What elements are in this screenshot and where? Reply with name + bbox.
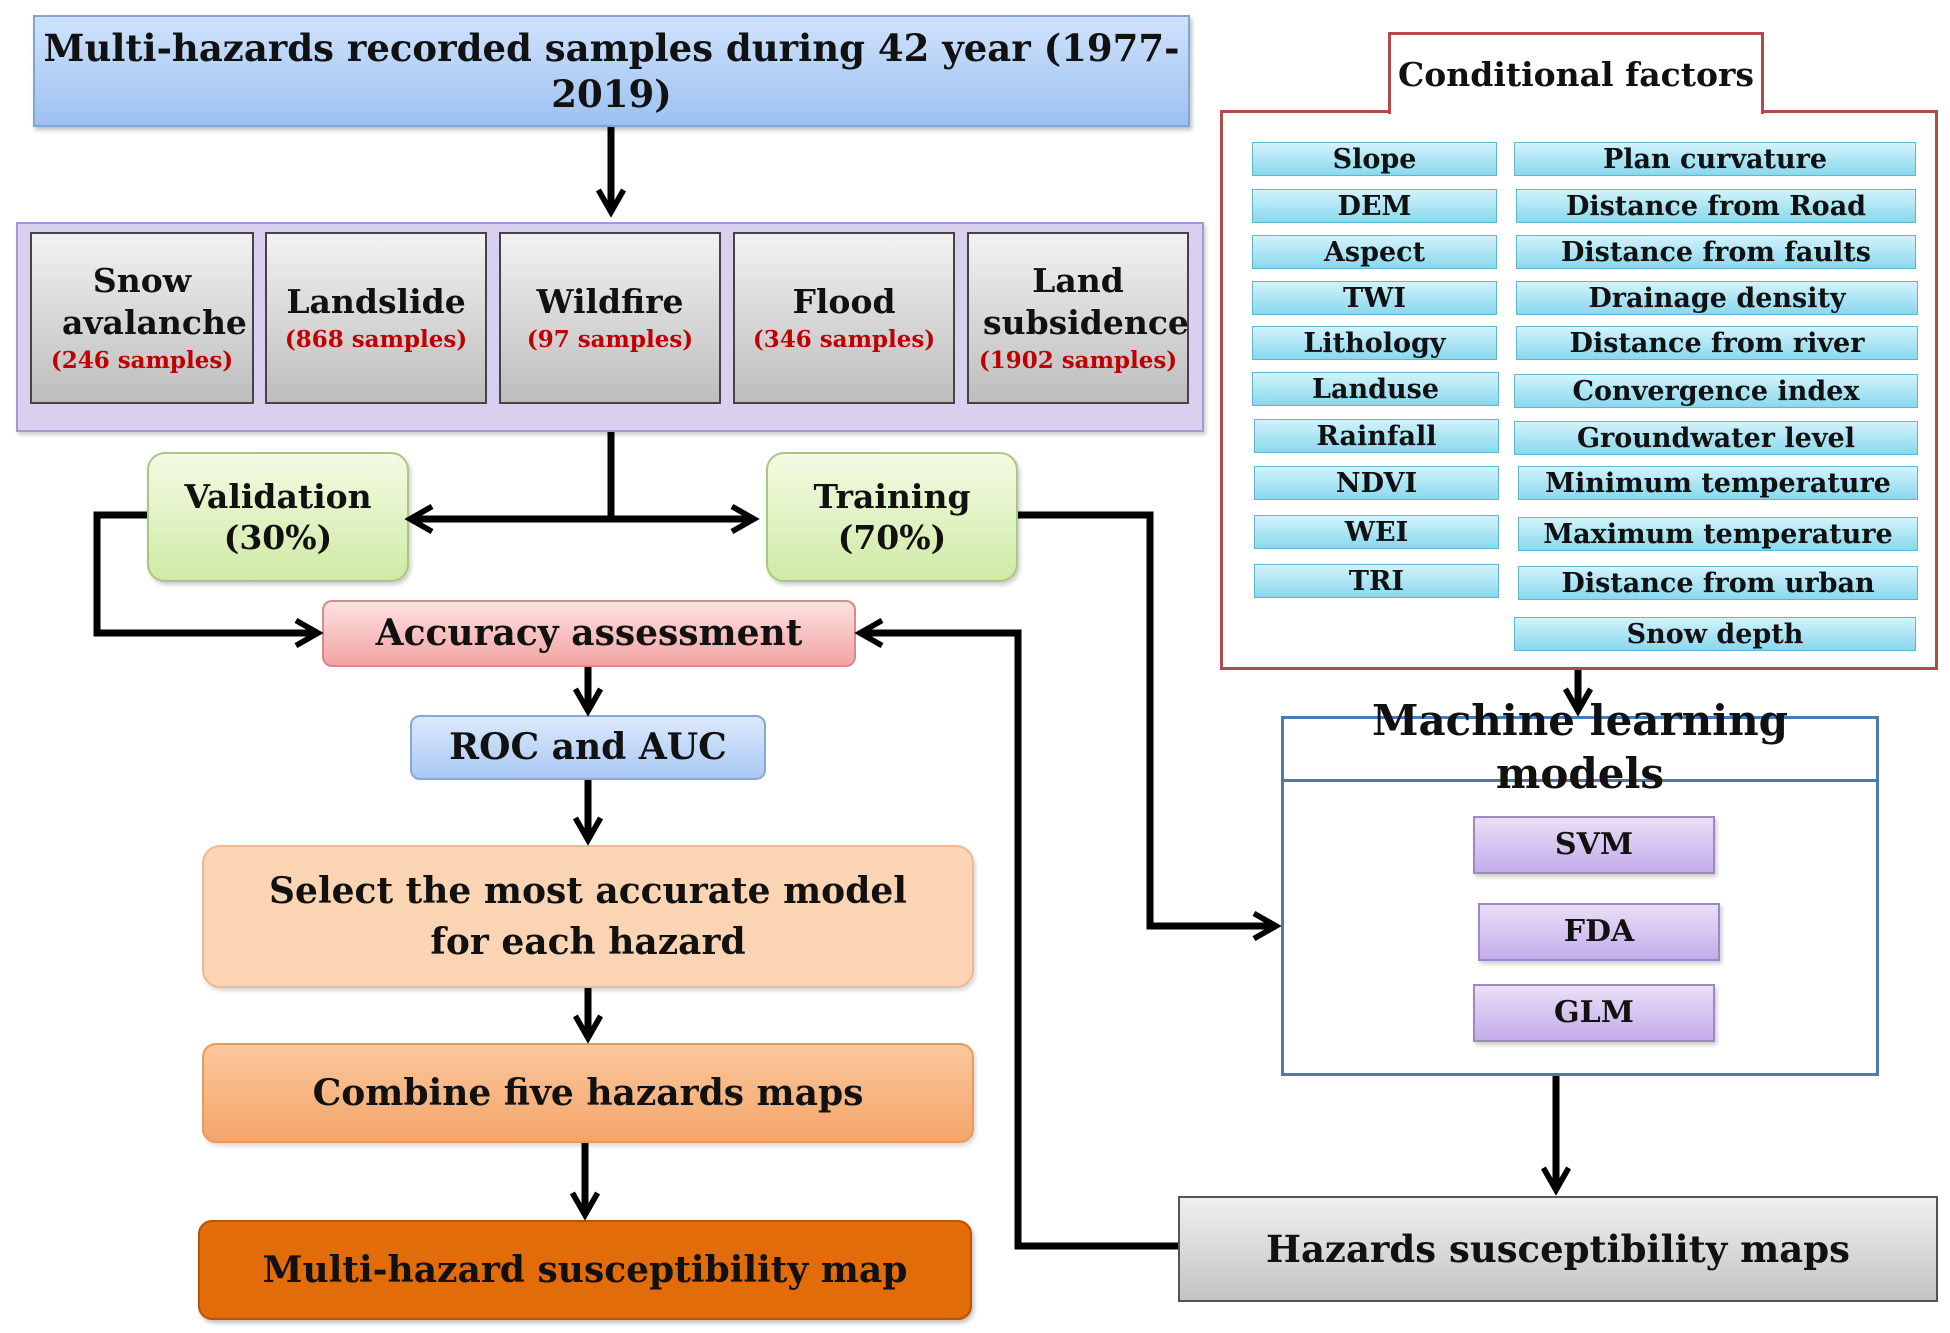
- combine-maps-box: Combine five hazards maps: [202, 1043, 974, 1143]
- model-svm: SVM: [1473, 816, 1715, 874]
- roc-label: ROC and AUC: [449, 726, 727, 768]
- header-title: Multi-hazards recorded samples during 42…: [43, 25, 1180, 116]
- hazard-landslide: Landslide (868 samples): [265, 232, 487, 404]
- validation-percent: (30%): [223, 518, 333, 557]
- arrow-susceptibility-to-accuracy: [854, 617, 1178, 1250]
- model-fda: FDA: [1478, 903, 1720, 961]
- conditional-factors-title: Conditional factors: [1398, 54, 1754, 94]
- factor-item: Snow depth: [1514, 617, 1916, 651]
- factor-label: Plan curvature: [1602, 143, 1828, 175]
- factor-item: NDVI: [1254, 466, 1499, 500]
- factor-label: Drainage density: [1588, 282, 1846, 314]
- factor-item: TRI: [1254, 564, 1499, 598]
- arrow-validation-to-accuracy: [93, 511, 324, 649]
- factor-label: Distance from river: [1569, 327, 1865, 359]
- validation-label: Validation: [184, 476, 372, 516]
- hazard-samples: (868 samples): [284, 326, 468, 354]
- training-percent: (70%): [837, 518, 947, 557]
- hazard-samples: (246 samples): [50, 346, 234, 374]
- factor-item: TWI: [1252, 281, 1497, 315]
- hazard-name: Land subsidence: [983, 261, 1189, 342]
- factor-label: NDVI: [1335, 467, 1418, 499]
- factor-label: Maximum temperature: [1543, 518, 1893, 550]
- factor-item: Rainfall: [1254, 419, 1499, 453]
- factor-label: DEM: [1337, 190, 1412, 222]
- conditional-factors-tab: Conditional factors: [1388, 32, 1764, 114]
- factor-item: Distance from Road: [1516, 189, 1916, 223]
- select-label: Select the most accurate model for each …: [269, 870, 907, 963]
- factor-label: Groundwater level: [1576, 422, 1855, 454]
- hazard-name: Landslide: [286, 282, 466, 321]
- header-samples-box: Multi-hazards recorded samples during 42…: [33, 15, 1190, 127]
- factor-item: Maximum temperature: [1518, 517, 1918, 551]
- factor-item: Convergence index: [1514, 374, 1918, 408]
- model-label: GLM: [1554, 995, 1634, 1031]
- susceptibility-maps-box: Hazards susceptibility maps: [1178, 1196, 1938, 1302]
- accuracy-assessment-box: Accuracy assessment: [322, 600, 856, 667]
- factor-label: Distance from Road: [1565, 190, 1867, 222]
- factor-item: WEI: [1254, 515, 1499, 549]
- training-label: Training: [813, 476, 971, 516]
- hazard-name: Wildfire: [536, 282, 684, 321]
- factor-item: Drainage density: [1516, 281, 1918, 315]
- hazard-snow-avalanche: Snow avalanche (246 samples): [30, 232, 254, 404]
- hazard-samples: (1902 samples): [978, 346, 1178, 374]
- factor-label: Lithology: [1303, 327, 1446, 359]
- factor-item: Minimum temperature: [1518, 466, 1918, 500]
- factor-item: Lithology: [1252, 326, 1497, 360]
- factor-item: Distance from urban: [1518, 566, 1918, 600]
- factor-item: Aspect: [1252, 235, 1497, 269]
- final-label: Multi-hazard susceptibility map: [262, 1248, 908, 1291]
- hazard-samples: (97 samples): [526, 326, 694, 354]
- select-model-box: Select the most accurate model for each …: [202, 845, 974, 988]
- hazard-samples: (346 samples): [752, 326, 936, 354]
- roc-auc-box: ROC and AUC: [410, 715, 766, 780]
- training-box: Training (70%): [766, 452, 1018, 582]
- factor-label: Slope: [1332, 143, 1417, 175]
- model-label: SVM: [1554, 827, 1634, 863]
- factor-item: Distance from river: [1516, 326, 1918, 360]
- combine-label: Combine five hazards maps: [312, 1071, 864, 1114]
- factor-label: TRI: [1348, 565, 1405, 597]
- factor-label: Landuse: [1312, 373, 1439, 405]
- factor-label: Convergence index: [1572, 375, 1860, 407]
- validation-box: Validation (30%): [147, 452, 409, 582]
- model-glm: GLM: [1473, 984, 1715, 1042]
- hazard-land-subsidence: Land subsidence (1902 samples): [967, 232, 1189, 404]
- factor-item: Landuse: [1252, 372, 1499, 406]
- hazard-wildfire: Wildfire (97 samples): [499, 232, 721, 404]
- factor-label: TWI: [1342, 282, 1407, 314]
- factor-label: Distance from urban: [1561, 567, 1875, 599]
- factor-item: Groundwater level: [1514, 421, 1918, 455]
- susceptibility-label: Hazards susceptibility maps: [1266, 1226, 1850, 1271]
- factor-item: Distance from faults: [1516, 235, 1916, 269]
- factor-label: Rainfall: [1316, 420, 1437, 452]
- multi-hazard-map-box: Multi-hazard susceptibility map: [198, 1220, 972, 1320]
- factor-label: Minimum temperature: [1545, 467, 1891, 499]
- model-label: FDA: [1563, 914, 1635, 950]
- factor-label: Snow depth: [1626, 618, 1804, 650]
- factor-label: Distance from faults: [1561, 236, 1871, 268]
- accuracy-label: Accuracy assessment: [375, 612, 803, 654]
- factor-item: Slope: [1252, 142, 1497, 176]
- hazard-name: Snow avalanche: [62, 261, 247, 342]
- hazard-name: Flood: [792, 282, 896, 321]
- arrow-training-to-ml: [1018, 511, 1282, 942]
- hazard-flood: Flood (346 samples): [733, 232, 955, 404]
- factor-item: DEM: [1252, 189, 1497, 223]
- factor-label: Aspect: [1323, 236, 1426, 268]
- factor-label: WEI: [1344, 516, 1409, 548]
- factor-item: Plan curvature: [1514, 142, 1916, 176]
